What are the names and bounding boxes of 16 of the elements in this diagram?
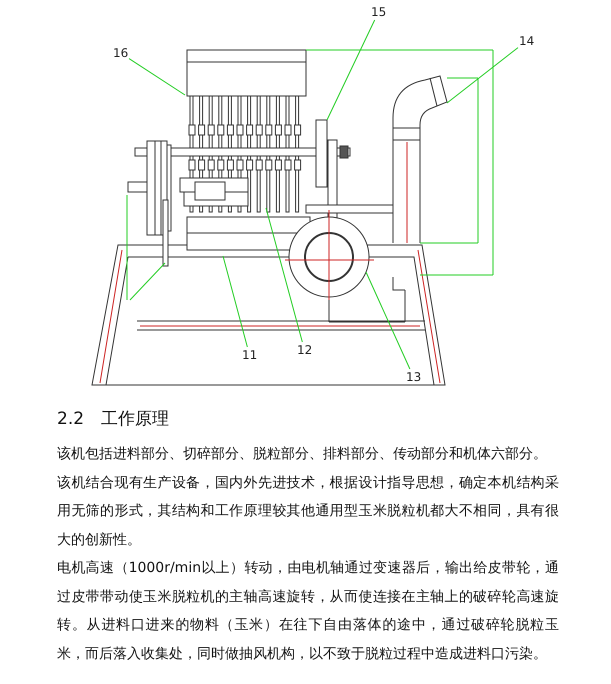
callout-number: 11	[242, 348, 258, 362]
leader-line	[222, 256, 248, 348]
paragraph: 该机结合现有生产设备，国内外先进技术，根据设计指导思想，确定本机结构采用无筛的形式，其结构和工作原理较其他通用型玉米脱粒机都大不相同，具有很大的创新性。	[57, 474, 559, 550]
leader-line	[446, 47, 518, 104]
callout-number: 12	[297, 343, 312, 357]
section-heading: 2.2 工作原理	[57, 408, 170, 430]
callout-number: 14	[519, 34, 534, 48]
paragraph: 电机高速（1000r/min以上）转动，由电机轴通过变速器后，输出给皮带轮，通过皮带带动使玉米脱粒机的主轴高速旋转，从而使连接在主轴上的破碎轮高速旋转。从进料口进来的物料（玉米）在往下自由落体的途中，通过破碎轮脱粒玉米，而后落入收集处，同时做抽风机构，以不致于脱粒过程中造成进料口污染。	[57, 559, 559, 664]
leader-line	[128, 58, 186, 96]
paragraph: 该机包括进料部分、切碎部分、脱粒部分、排料部分、传动部分和机体六部分。	[57, 445, 548, 464]
callout-number: 13	[406, 370, 422, 384]
leader-line	[366, 272, 410, 370]
callout-number: 15	[371, 5, 386, 19]
leader-line	[266, 208, 303, 342]
leader-line	[326, 20, 376, 120]
callout-number: 16	[113, 46, 128, 60]
